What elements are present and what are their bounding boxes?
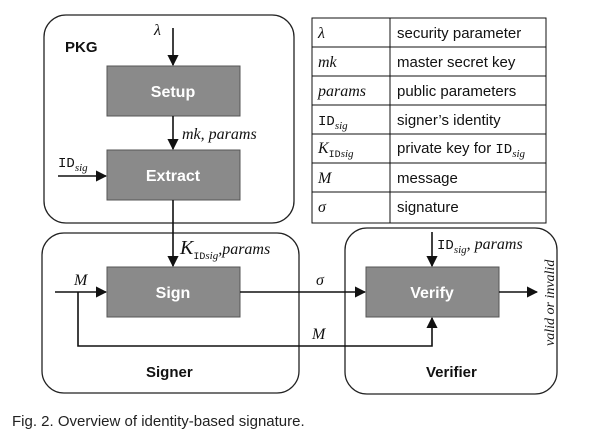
legend-row-symbol: λ	[317, 25, 325, 42]
identity-based-signature-diagram: PKG Signer Verifier Setup Extract Sign V…	[41, 14, 558, 395]
signer-region	[41, 232, 300, 394]
setup-box	[106, 65, 241, 117]
legend-row-desc: message	[397, 170, 458, 187]
figure-caption: Fig. 2. Overview of identity-based signa…	[12, 413, 305, 430]
legend-row-desc: master secret key	[397, 54, 516, 71]
verify-id-params-label: IDsig, params	[437, 236, 523, 256]
signer-label: Signer	[146, 364, 193, 381]
mk-params-label: mk, params	[182, 126, 257, 143]
lambda-label: λ	[153, 22, 161, 39]
verify-box-label: Verify	[410, 285, 454, 302]
sign-box	[106, 266, 241, 318]
legend-row-symbol: M	[317, 170, 333, 187]
sign-box-label: Sign	[156, 285, 191, 302]
legend-row-symbol: mk	[318, 54, 338, 71]
extract-id-label: IDsig	[58, 156, 88, 174]
legend-row-desc: private key for IDsig	[397, 140, 526, 160]
legend-row-symbol: params	[317, 83, 366, 100]
legend-row-symbol: KIDsig	[317, 140, 354, 161]
verifier-label: Verifier	[426, 364, 477, 381]
setup-box-label: Setup	[151, 84, 196, 101]
k-params-label: KIDsig,params	[179, 237, 270, 263]
valid-or-invalid-label: valid or invalid	[543, 259, 558, 346]
legend-row-symbol: IDsig	[318, 114, 348, 132]
legend-row-desc: public parameters	[397, 83, 516, 100]
legend-row-symbol: σ	[318, 199, 327, 216]
legend-row-desc: signature	[397, 199, 459, 216]
pkg-label: PKG	[65, 39, 98, 56]
legend-row-desc: signer’s identity	[397, 112, 501, 129]
extract-box-label: Extract	[146, 168, 201, 185]
pkg-region	[43, 14, 295, 224]
m-bypass-path	[77, 292, 438, 347]
sigma-label: σ	[316, 272, 325, 289]
legend-table: λ security parameter mk master secret ke…	[311, 17, 547, 224]
verifier-region	[344, 227, 558, 395]
m-bottom-label: M	[311, 326, 327, 343]
m-input-label: M	[73, 272, 89, 289]
legend-row-desc: security parameter	[397, 25, 521, 42]
